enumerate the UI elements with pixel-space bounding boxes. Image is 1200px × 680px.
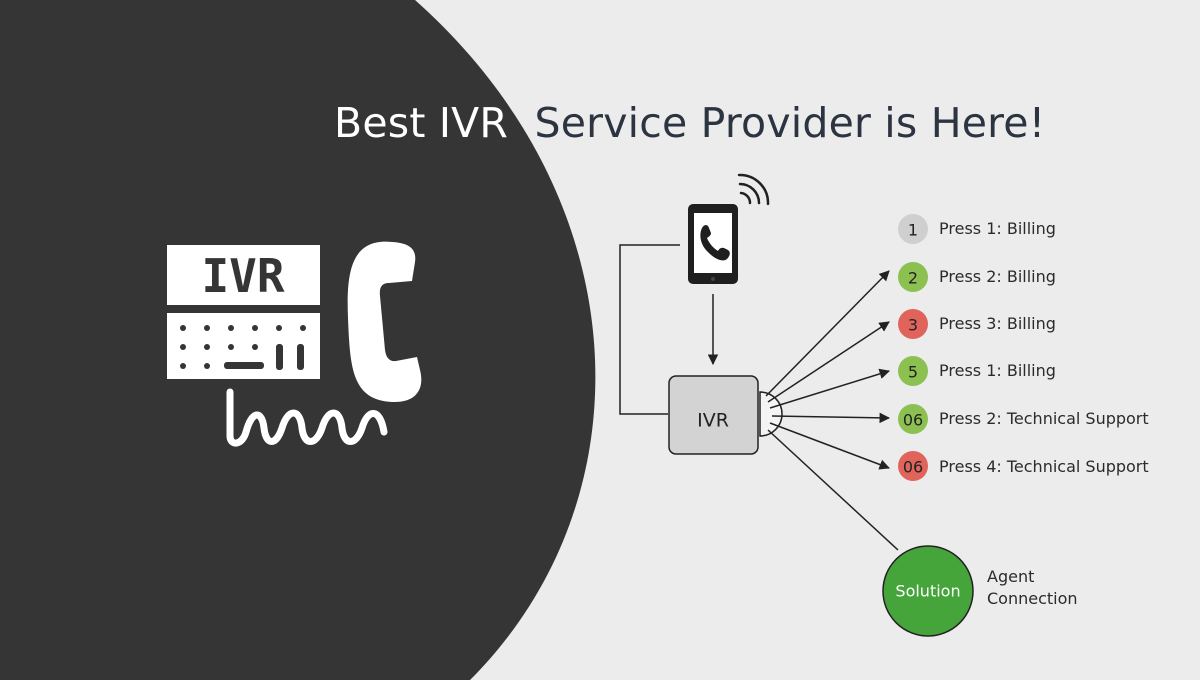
option-arrow	[769, 368, 891, 409]
option-badge-text: 3	[908, 316, 918, 335]
solution-caption-line1: Agent	[987, 567, 1034, 586]
solution-caption-line2: Connection	[987, 589, 1078, 608]
handset-icon	[347, 241, 422, 403]
option-arrow	[765, 270, 890, 397]
option-badge-text: 1	[908, 221, 918, 240]
headline: Best IVR Service Provider is Here!	[334, 96, 1045, 150]
solution-label: Solution	[895, 582, 960, 601]
solution-connector	[767, 429, 899, 551]
option-item: 06 Press 2: Technical Support	[898, 404, 1149, 434]
option-badge-text: 06	[903, 411, 923, 430]
option-arrow	[767, 321, 890, 403]
smartphone-icon	[688, 204, 738, 284]
headline-part-light: Best IVR	[334, 99, 522, 147]
return-loop-line	[619, 244, 680, 415]
option-badge-text: 5	[908, 363, 918, 382]
option-badge	[898, 356, 928, 386]
option-badge-text: 06	[903, 458, 923, 477]
ivr-logo-panel: IVR	[167, 245, 320, 305]
option-badge	[898, 262, 928, 292]
option-label: Press 4: Technical Support	[939, 457, 1149, 476]
option-badge-text: 2	[908, 269, 918, 288]
option-badge	[898, 451, 928, 481]
keypad-icon	[167, 313, 320, 379]
option-item: 2 Press 2: Billing	[898, 262, 1056, 292]
option-label: Press 1: Billing	[939, 219, 1056, 238]
ivr-node-label: IVR	[697, 410, 729, 432]
option-arrow	[769, 422, 890, 470]
option-item: 5 Press 1: Billing	[898, 356, 1056, 386]
option-label: Press 1: Billing	[939, 361, 1056, 380]
option-badge	[898, 404, 928, 434]
solution-node: Solution	[882, 545, 974, 637]
ivr-logo-text: IVR	[201, 249, 284, 303]
option-label: Press 3: Billing	[939, 314, 1056, 333]
option-arrows	[765, 270, 899, 551]
option-arrow	[771, 412, 891, 424]
option-badge	[898, 214, 928, 244]
option-item: 3 Press 3: Billing	[898, 309, 1056, 339]
option-label: Press 2: Billing	[939, 267, 1056, 286]
phone-cord-icon	[226, 388, 388, 447]
headline-part-dark: Service Provider is Here!	[521, 99, 1046, 147]
ivr-node: IVR	[668, 375, 783, 455]
option-item: 06 Press 4: Technical Support	[898, 451, 1149, 481]
option-badge	[898, 309, 928, 339]
option-label: Press 2: Technical Support	[939, 409, 1149, 428]
option-item: 1 Press 1: Billing	[898, 214, 1056, 244]
signal-waves-icon	[737, 173, 770, 206]
ivr-phone-logo-icon: IVR	[167, 241, 422, 447]
